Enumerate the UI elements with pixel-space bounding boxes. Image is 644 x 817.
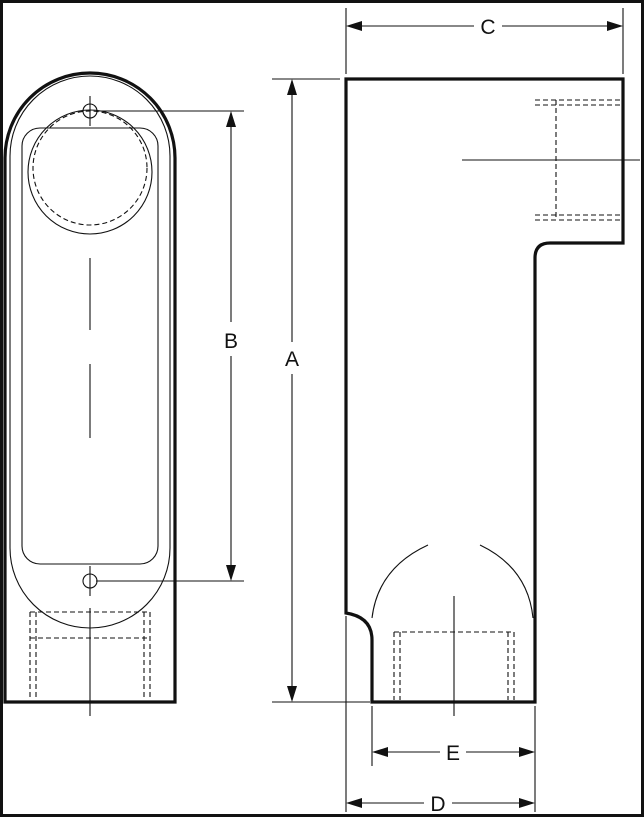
dimension-a-arrow-bottom	[287, 686, 297, 702]
dimension-c-arrow-left	[346, 21, 362, 31]
dimension-a-label: A	[285, 348, 299, 371]
front-view-cover-outer	[9, 75, 171, 629]
front-view-cover-gasket	[21, 127, 159, 565]
dimension-e-label: E	[446, 742, 460, 765]
side-view-body	[344, 77, 625, 704]
dimension-e-arrow-left	[372, 747, 388, 757]
dimension-a-arrow-top	[287, 79, 297, 95]
side-view-opening-arch-right	[479, 544, 534, 619]
dimension-b-arrow-top	[226, 111, 236, 127]
dimension-d: D	[345, 616, 536, 816]
side-view-opening-arch	[371, 544, 429, 619]
side-view	[344, 77, 640, 716]
dimension-b: B	[96, 110, 244, 582]
dimension-d-arrow-left	[346, 798, 362, 808]
dimension-c-arrow-right	[607, 21, 623, 31]
front-view-body	[3, 71, 177, 704]
dimension-c: C	[345, 8, 624, 74]
dimension-b-arrow-bottom	[226, 565, 236, 581]
front-view-opening	[27, 109, 153, 235]
front-view	[3, 71, 177, 716]
dimension-d-label: D	[430, 793, 445, 816]
dimension-d-arrow-right	[519, 798, 535, 808]
dimension-b-label: B	[224, 330, 238, 353]
dimension-e: E	[371, 706, 536, 766]
dimension-c-label: C	[480, 16, 495, 39]
dimension-e-arrow-right	[519, 747, 535, 757]
dimension-a: A	[272, 78, 370, 703]
